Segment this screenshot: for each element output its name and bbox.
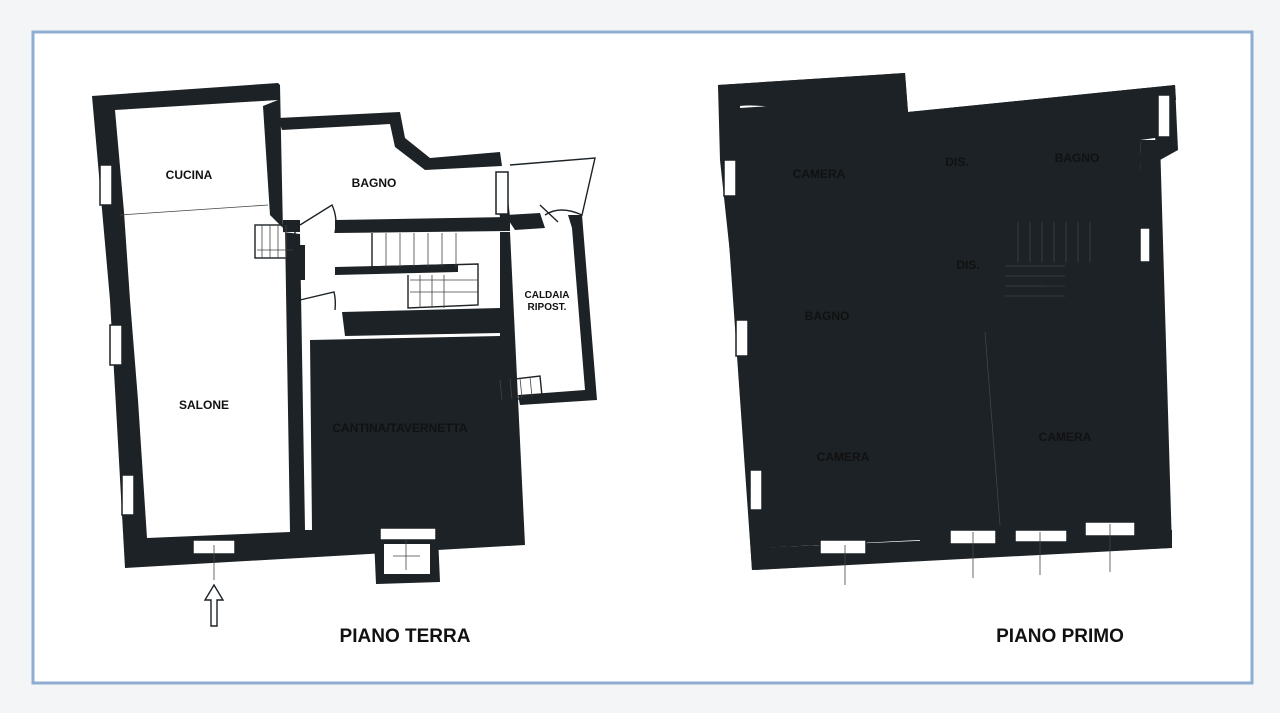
room-label-bagno-top-right: BAGNO (1055, 151, 1100, 165)
room-label-bagno-left: BAGNO (805, 309, 850, 323)
first-floor-stairs (1004, 221, 1109, 306)
room-label-camera-bottom-left: CAMERA (817, 450, 870, 464)
room-label-camera-right: CAMERA (1039, 430, 1092, 444)
first-floor-title: PIANO PRIMO (996, 626, 1124, 647)
ground-floor-stairs (254, 224, 543, 570)
room-label-ripost: RIPOST. (528, 302, 567, 313)
first-floor-windows (723, 94, 1171, 555)
ground-floor-windows (99, 164, 509, 555)
room-label-bagno: BAGNO (352, 176, 397, 190)
room-label-dis-middle: DIS. (956, 258, 979, 272)
ground-floor-doors (299, 157, 596, 311)
arrow-up-icon (203, 545, 225, 627)
room-label-caldaia: CALDAIA (525, 290, 570, 301)
ground-floor-title: PIANO TERRA (340, 626, 471, 647)
room-label-dis-top: DIS. (945, 155, 968, 169)
first-floor-walls (718, 73, 1178, 570)
room-label-salone: SALONE (179, 398, 229, 412)
ground-floor-walls (92, 83, 597, 584)
room-label-cantina-tavernetta: CANTINA/TAVERNETTA (332, 421, 468, 435)
first-floor-plan: CAMERA DIS. BAGNO DIS. BAGNO CAMERA CAME… (718, 73, 1178, 647)
room-label-cucina: CUCINA (166, 168, 213, 182)
ground-floor-plan: CUCINA BAGNO SALONE CANTINA/TAVERNETTA C… (92, 83, 597, 647)
first-floor-doors (844, 111, 1111, 585)
room-label-camera-top-left: CAMERA (793, 167, 846, 181)
